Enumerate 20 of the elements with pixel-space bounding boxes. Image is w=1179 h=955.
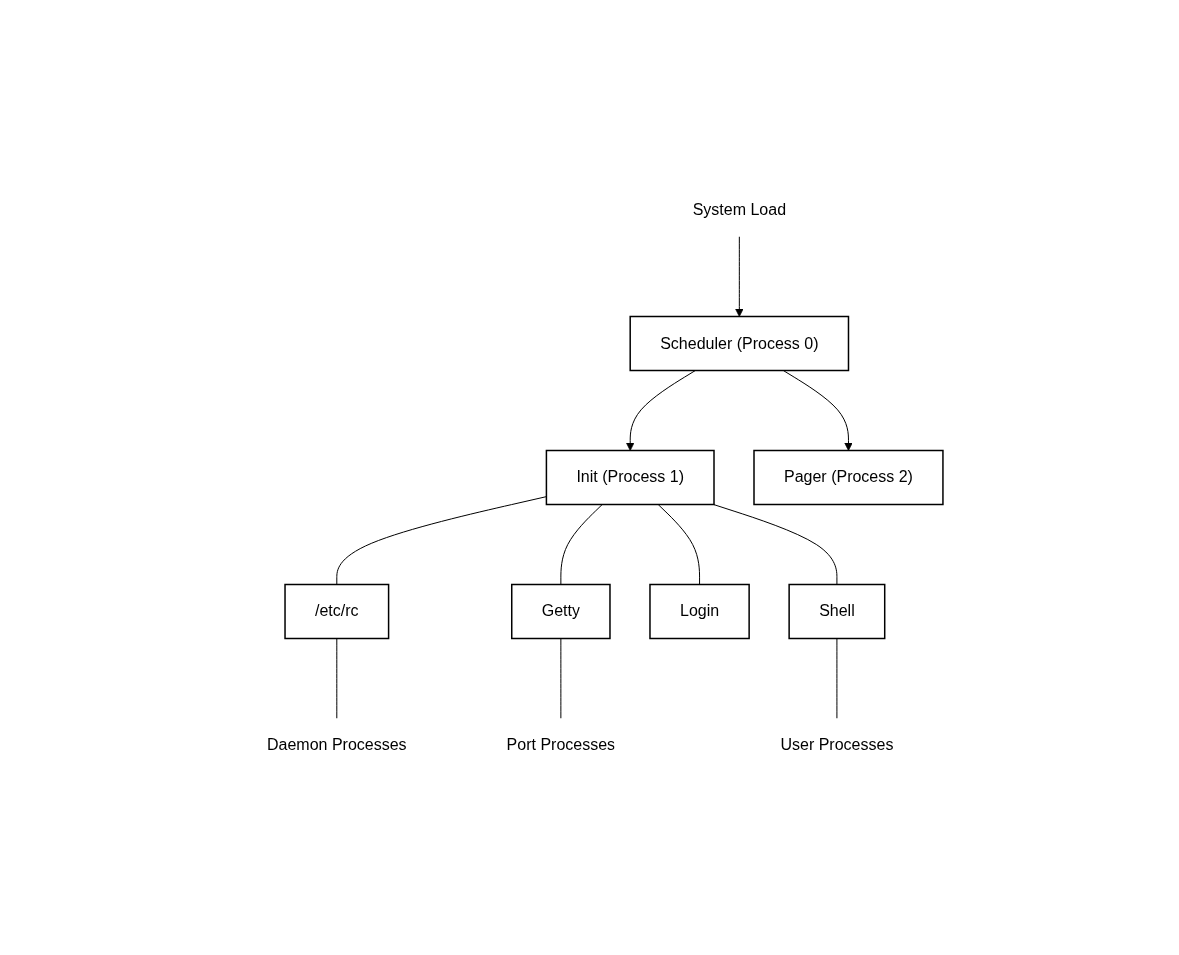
arrow [782,370,853,451]
node-box: Login [648,583,750,640]
node-text: User Processes [779,736,893,754]
arrow [625,370,696,451]
node-box: Getty [510,583,611,640]
connector [559,504,603,585]
connector [657,504,700,585]
node-box: Pager (Process 2) [752,449,944,506]
connector [559,638,561,719]
node-box: Shell [787,583,885,640]
node-text: Daemon Processes [266,736,407,754]
node-box: Scheduler (Process 0) [628,315,849,372]
arrow [734,236,744,317]
connector [835,638,837,719]
connector [335,638,337,719]
node-text: System Load [692,200,786,218]
node-text: Port Processes [506,736,615,754]
node-box: Init (Process 1) [545,449,715,506]
connector [712,504,837,585]
node-box: /etc/rc [283,583,389,640]
